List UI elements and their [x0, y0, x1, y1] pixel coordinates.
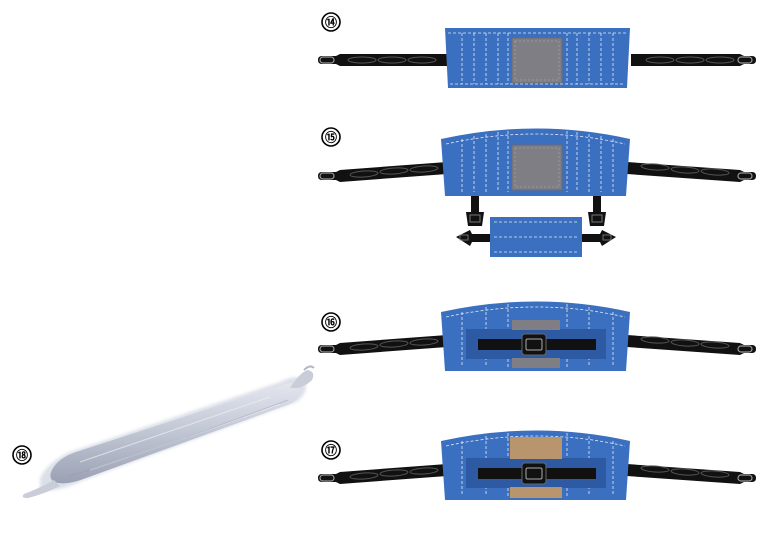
- rolled-tube-icon: [22, 365, 315, 498]
- step-16-label: ⑯: [325, 315, 337, 330]
- step-18-label: ⑱: [16, 448, 28, 463]
- step-15-pad: [441, 128, 630, 196]
- step-14-left-strap: [318, 54, 447, 66]
- step-17-right-strap: [627, 464, 756, 484]
- step-14-label: ⑭: [325, 15, 337, 30]
- step-17-label: ⑰: [325, 443, 337, 458]
- step-18-number: ⑱: [12, 445, 32, 465]
- step-16-left-strap: [318, 335, 447, 355]
- step-16-number: ⑯: [321, 312, 341, 332]
- step-17-group: ⑰: [318, 430, 756, 500]
- step-17-left-strap: [318, 464, 447, 484]
- step-16-group: ⑯: [318, 301, 756, 371]
- step-16-right-strap: [627, 335, 756, 355]
- step-15-label: ⑮: [325, 130, 337, 145]
- step-15-left-strap: [318, 162, 447, 182]
- step-17-number: ⑰: [321, 440, 341, 460]
- step-15-right-hanging-strap: [588, 196, 606, 226]
- step-14-right-strap: [631, 54, 756, 66]
- step-17-pad: [441, 430, 630, 500]
- step-15-right-strap: [627, 162, 756, 182]
- step-14-pad: [445, 28, 630, 88]
- step-14-number: ⑭: [321, 12, 341, 32]
- step-15-number: ⑮: [321, 127, 341, 147]
- step-18-group: ⑱: [12, 365, 315, 498]
- step-14-group: ⑭: [318, 12, 756, 88]
- step-16-pad: [441, 301, 630, 371]
- step-15-group: ⑮: [318, 127, 756, 257]
- step-15-left-hanging-strap: [466, 196, 484, 226]
- step-15-detachable-piece: [456, 217, 616, 257]
